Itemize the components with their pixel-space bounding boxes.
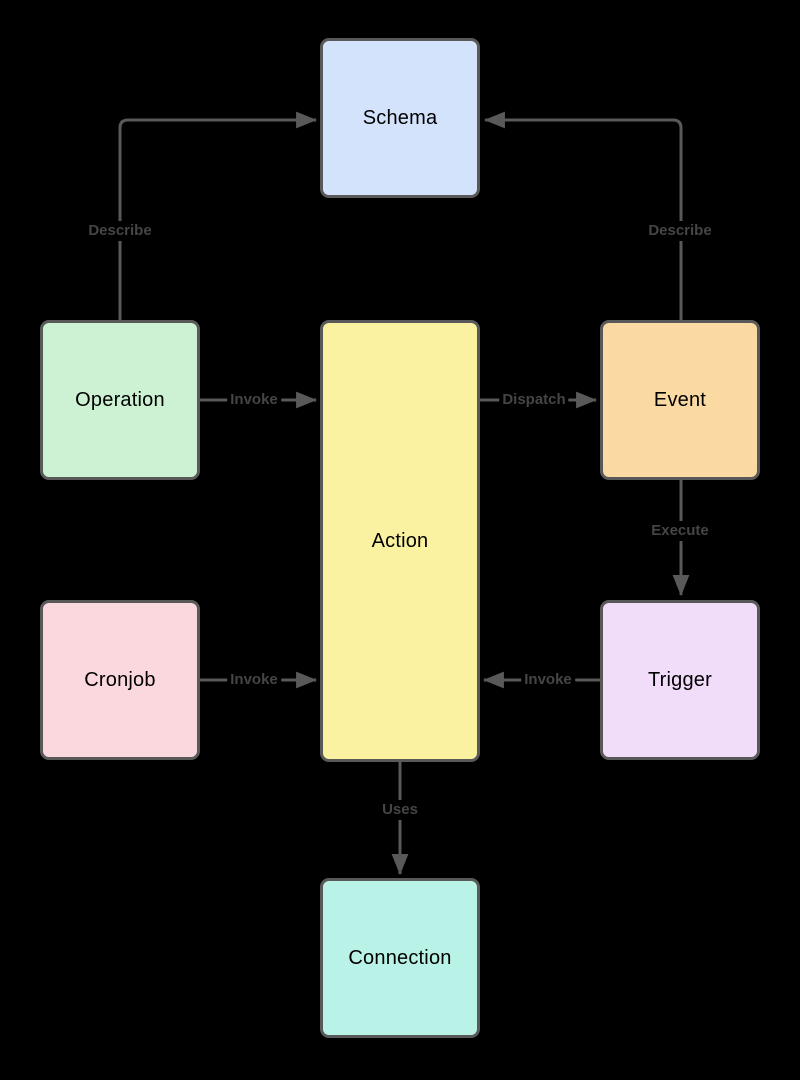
node-connection-label: Connection: [348, 946, 452, 969]
edge-label-describe-left: Describe: [85, 221, 155, 241]
node-schema-label: Schema: [362, 106, 438, 129]
edge-event-schema: [483, 111, 683, 320]
node-trigger: Trigger: [600, 600, 760, 760]
edge-label-describe-right: Describe: [645, 221, 715, 241]
edge-label-dispatch: Dispatch: [499, 390, 569, 410]
node-action: Action: [320, 320, 480, 762]
node-event: Event: [600, 320, 760, 480]
edge-label-invoke-cronjob: Invoke: [227, 670, 281, 690]
edge-label-invoke-operation: Invoke: [227, 390, 281, 410]
node-connection: Connection: [320, 878, 480, 1038]
node-schema: Schema: [320, 38, 480, 198]
node-action-label: Action: [371, 529, 429, 552]
edge-label-execute: Execute: [648, 521, 712, 541]
node-operation: Operation: [40, 320, 200, 480]
edge-operation-schema: [118, 111, 318, 320]
node-trigger-label: Trigger: [647, 668, 712, 691]
node-operation-label: Operation: [75, 388, 165, 411]
node-cronjob-label: Cronjob: [84, 668, 156, 691]
node-event-label: Event: [653, 388, 707, 411]
edge-label-invoke-trigger: Invoke: [521, 670, 575, 690]
node-cronjob: Cronjob: [40, 600, 200, 760]
edge-label-uses: Uses: [379, 800, 421, 820]
